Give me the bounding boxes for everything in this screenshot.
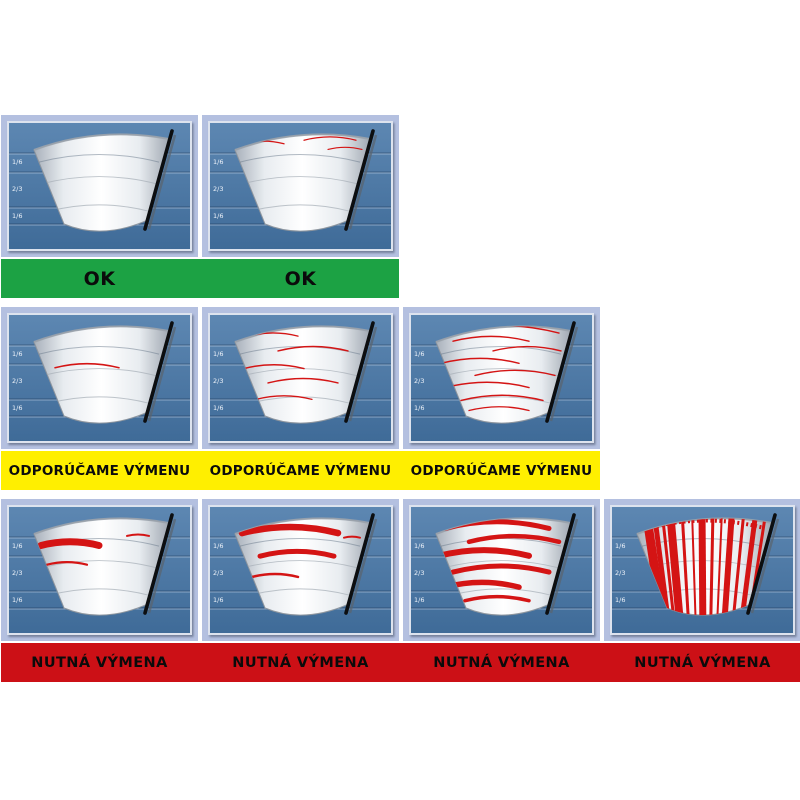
zone-fraction-label: 1/6 <box>615 542 625 550</box>
wiper-blade-icon <box>545 321 576 423</box>
zone-fraction-label: 2/3 <box>12 185 22 193</box>
zone-fraction-label: 1/6 <box>12 404 22 412</box>
windscreen-frame: 1/6 2/3 1/6 <box>7 505 192 635</box>
wiper-panel-r3-c3: 1/6 2/3 1/6 <box>403 499 600 641</box>
wiper-sweep-graphic: 1/6 2/3 1/6 <box>210 123 391 249</box>
wiper-panel-r3-c2: 1/6 2/3 1/6 <box>202 499 399 641</box>
status-label: NUTNÁ VÝMENA <box>232 654 369 671</box>
status-label: ODPORÚČAME VÝMENU <box>410 462 593 479</box>
zone-fraction-label: 1/6 <box>213 212 223 220</box>
zone-fraction-label: 2/3 <box>414 569 424 577</box>
blade-shadow <box>348 518 378 614</box>
zone-fraction-label: 1/6 <box>12 158 22 166</box>
windscreen-frame: 1/6 2/3 1/6 <box>610 505 795 635</box>
wiper-blade-icon <box>746 513 777 615</box>
zone-fraction-label: 1/6 <box>12 596 22 604</box>
zone-fraction-label: 1/6 <box>213 542 223 550</box>
windscreen-frame: 1/6 2/3 1/6 <box>208 121 393 251</box>
wiper-sweep-graphic: 1/6 2/3 1/6 <box>210 315 391 441</box>
status-label: ODPORÚČAME VÝMENU <box>8 462 191 479</box>
zone-fraction-label: 2/3 <box>12 569 22 577</box>
wiper-blade-icon <box>143 321 174 423</box>
wiper-panel-r3-c1: 1/6 2/3 1/6 <box>1 499 198 641</box>
wiper-sweep-graphic: 1/6 2/3 1/6 <box>9 315 190 441</box>
wiper-blade-icon <box>344 129 375 231</box>
zone-fraction-label: 2/3 <box>615 569 625 577</box>
wiper-blade-icon <box>545 513 576 615</box>
zone-fraction-label: 1/6 <box>414 404 424 412</box>
windscreen-frame: 1/6 2/3 1/6 <box>7 121 192 251</box>
blade-shadow <box>147 134 177 230</box>
zone-fraction-label: 1/6 <box>12 212 22 220</box>
wiper-blade-icon <box>344 513 375 615</box>
zone-fraction-label: 2/3 <box>213 377 223 385</box>
wiper-sweep-graphic: 1/6 2/3 1/6 <box>411 507 592 633</box>
wiper-sweep-graphic: 1/6 2/3 1/6 <box>411 315 592 441</box>
windscreen-frame: 1/6 2/3 1/6 <box>7 313 192 443</box>
status-label: NUTNÁ VÝMENA <box>634 654 771 671</box>
zone-fraction-label: 1/6 <box>213 404 223 412</box>
zone-fraction-label: 1/6 <box>414 542 424 550</box>
panels-strip: 1/6 2/3 1/6 1/6 2/3 1/6 1/6 2/3 1/6 <box>1 307 600 449</box>
wiper-blade-icon <box>143 513 174 615</box>
status-label: ODPORÚČAME VÝMENU <box>209 462 392 479</box>
wiper-panel-r3-c4: 1/6 2/3 1/6 <box>604 499 800 641</box>
zone-fraction-label: 1/6 <box>213 158 223 166</box>
windscreen-frame: 1/6 2/3 1/6 <box>208 505 393 635</box>
wear-marks-layer <box>37 533 160 596</box>
wiper-panel-r1-c2: 1/6 2/3 1/6 <box>202 115 399 257</box>
blade-shadow <box>549 518 579 614</box>
zone-fraction-label: 1/6 <box>414 350 424 358</box>
status-bar-required: NUTNÁ VÝMENA NUTNÁ VÝMENA NUTNÁ VÝMENA NUTN… <box>1 643 800 682</box>
wiper-sweep-graphic: 1/6 2/3 1/6 <box>9 123 190 249</box>
zone-fraction-label: 1/6 <box>414 596 424 604</box>
wiper-sweep-graphic: 1/6 2/3 1/6 <box>210 507 391 633</box>
wiper-panel-r2-c2: 1/6 2/3 1/6 <box>202 307 399 449</box>
wear-marks-layer <box>38 153 160 212</box>
zone-fraction-label: 2/3 <box>414 377 424 385</box>
panels-strip: 1/6 2/3 1/6 1/6 2/3 1/6 <box>1 115 399 257</box>
wiper-panel-r2-c1: 1/6 2/3 1/6 <box>1 307 198 449</box>
zone-fraction-label: 2/3 <box>12 377 22 385</box>
panels-strip: 1/6 2/3 1/6 1/6 2/3 1/6 1/6 2/3 1/6 1/6 2/3 1/6 <box>1 499 800 641</box>
zone-fraction-label: 1/6 <box>12 350 22 358</box>
zone-fraction-label: 1/6 <box>12 542 22 550</box>
status-bar-ok: OK OK <box>1 259 399 298</box>
blade-shadow <box>549 326 579 422</box>
zone-fraction-label: 2/3 <box>213 569 223 577</box>
windscreen-frame: 1/6 2/3 1/6 <box>409 313 594 443</box>
blade-shadow <box>147 326 177 422</box>
blade-shadow <box>750 518 780 614</box>
zone-fraction-label: 1/6 <box>213 596 223 604</box>
blade-shadow <box>348 326 378 422</box>
wiper-blade-icon <box>344 321 375 423</box>
status-label: NUTNÁ VÝMENA <box>433 654 570 671</box>
wear-marks-layer <box>239 332 361 404</box>
wiper-blade-icon <box>143 129 174 231</box>
blade-shadow <box>348 134 378 230</box>
zone-fraction-label: 1/6 <box>213 350 223 358</box>
wear-marks-layer <box>238 523 361 596</box>
status-label: OK <box>83 267 116 290</box>
status-label: OK <box>284 267 317 290</box>
windscreen-frame: 1/6 2/3 1/6 <box>208 313 393 443</box>
wiper-panel-r2-c3: 1/6 2/3 1/6 <box>403 307 600 449</box>
wiper-sweep-graphic: 1/6 2/3 1/6 <box>612 507 793 633</box>
zone-fraction-label: 1/6 <box>615 596 625 604</box>
windscreen-frame: 1/6 2/3 1/6 <box>409 505 594 635</box>
wiper-sweep-graphic: 1/6 2/3 1/6 <box>9 507 190 633</box>
wiper-panel-r1-c1: 1/6 2/3 1/6 <box>1 115 198 257</box>
status-label: NUTNÁ VÝMENA <box>31 654 168 671</box>
wear-marks-layer <box>38 345 160 404</box>
zone-fraction-label: 2/3 <box>213 185 223 193</box>
blade-shadow <box>147 518 177 614</box>
status-bar-recommend: ODPORÚČAME VÝMENU ODPORÚČAME VÝMENU ODPORÚ… <box>1 451 600 490</box>
